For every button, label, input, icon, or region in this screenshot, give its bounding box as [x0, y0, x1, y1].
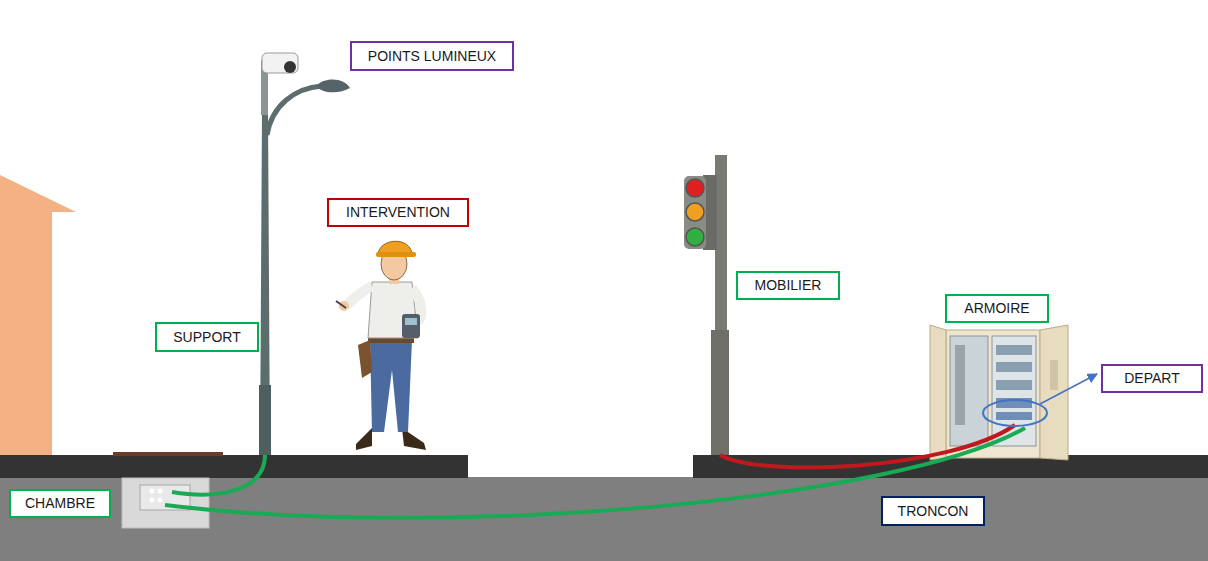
worker-figure: [336, 241, 426, 450]
label-box: SUPPORT: [155, 322, 259, 352]
label-box: INTERVENTION: [327, 198, 469, 227]
label-text: CHAMBRE: [25, 495, 95, 512]
house: [0, 175, 76, 456]
label-text: MOBILIER: [755, 277, 822, 294]
label-box: TRONCON: [881, 496, 985, 526]
label-text: DEPART: [1124, 370, 1180, 387]
label-text: ARMOIRE: [964, 300, 1029, 317]
sidewalk: [0, 455, 468, 478]
label-box: POINTS LUMINEUX: [350, 41, 514, 71]
label-text: SUPPORT: [173, 329, 240, 346]
label-box: MOBILIER: [736, 271, 840, 300]
label-box: DEPART: [1101, 364, 1203, 393]
label-text: POINTS LUMINEUX: [368, 48, 496, 65]
traffic-light: [684, 155, 729, 455]
leader-arrow: [1040, 374, 1097, 404]
chamber-symbol: [122, 478, 209, 528]
road: [0, 477, 1208, 561]
street-lamp: [259, 53, 350, 455]
manhole-cover: [113, 452, 223, 456]
label-text: INTERVENTION: [346, 204, 450, 221]
label-text: TRONCON: [898, 503, 969, 520]
cable: [172, 455, 265, 495]
label-box: ARMOIRE: [945, 294, 1049, 323]
label-box: CHAMBRE: [9, 489, 111, 518]
cable: [720, 425, 1015, 468]
highlight-ellipse: [983, 400, 1047, 426]
